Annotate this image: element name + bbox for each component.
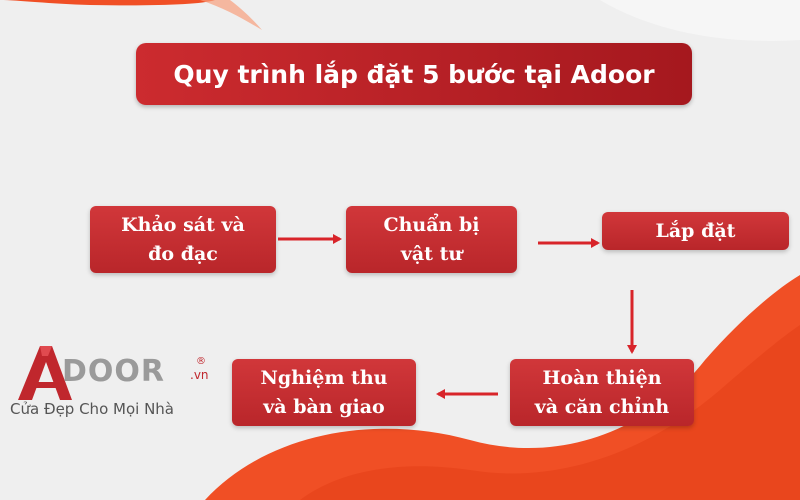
step-acceptance-handover: Nghiệm thu và bàn giao (232, 359, 416, 426)
logo-wordmark: DOOR (62, 354, 166, 389)
step-finish-adjust: Hoàn thiện và căn chỉnh (510, 359, 694, 426)
logo-a-icon (18, 346, 72, 400)
step-label-line1: Chuẩn bị (383, 213, 480, 236)
logo-registered-mark: ® (196, 356, 206, 367)
top-left-wave (0, 0, 215, 6)
step-label-line1: Nghiệm thu (260, 366, 388, 389)
step-label-line2: đo đạc (148, 242, 218, 265)
top-right-wisp (600, 0, 800, 41)
step-label-line2: và căn chỉnh (534, 395, 670, 418)
step-prepare-materials: Chuẩn bị vật tư (346, 206, 517, 273)
top-left-wave-highlight (200, 0, 262, 30)
logo-tagline: Cửa Đẹp Cho Mọi Nhà (10, 400, 174, 418)
step-install: Lắp đặt (602, 212, 789, 250)
step-survey-measure: Khảo sát và đo đạc (90, 206, 276, 273)
step-label-line1: Khảo sát và (121, 213, 245, 236)
step-label-line1: Hoàn thiện (542, 366, 662, 389)
step-label-line2: và bàn giao (263, 395, 385, 418)
bottom-right-wave-shade (300, 325, 800, 500)
page-title: Quy trình lắp đặt 5 bước tại Adoor (136, 43, 692, 105)
logo-domain-suffix: .vn (190, 368, 209, 382)
step-label-line1: Lắp đặt (655, 219, 736, 242)
step-label-line2: vật tư (400, 242, 463, 265)
adoor-logo: DOOR ® .vn Cửa Đẹp Cho Mọi Nhà (10, 342, 225, 426)
